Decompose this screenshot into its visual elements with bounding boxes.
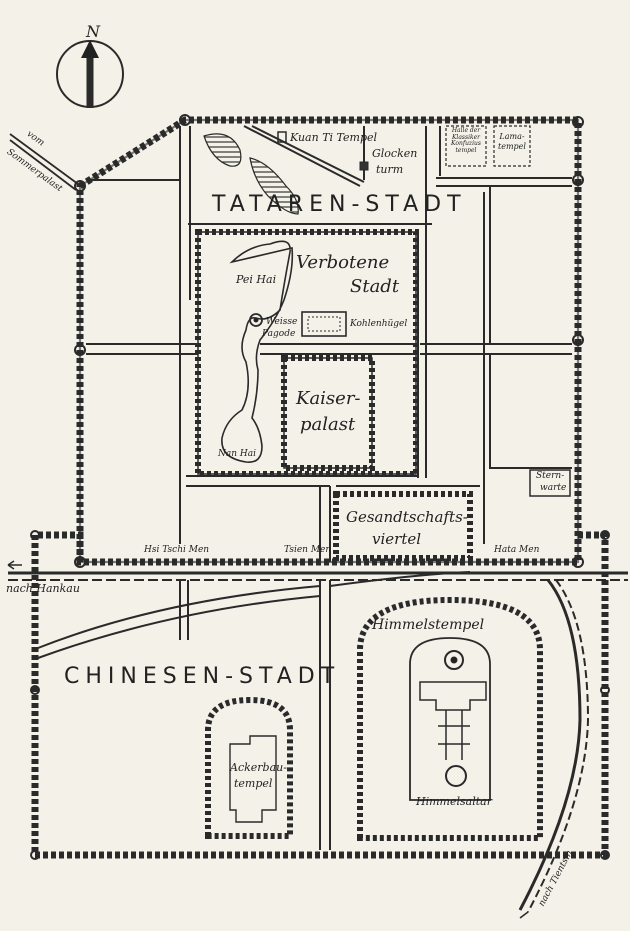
weisse-pagode-mark	[249, 313, 263, 327]
kuan-ti-tempel-mark	[277, 131, 287, 143]
gate-hata-men: Hata Men	[494, 545, 540, 555]
pei-hai-nan-hai-lake	[221, 240, 294, 463]
gesandtschaftsviertel-wall	[333, 491, 473, 561]
ackerbautempel-wall	[205, 696, 293, 839]
label-glocken: Glocken	[372, 147, 418, 160]
label-viertel: viertel	[372, 530, 422, 548]
lake-north-2	[249, 157, 299, 215]
label-lama: Lama-tempel	[498, 132, 526, 151]
inner-street	[260, 343, 418, 355]
chinesen-stadt-wall	[30, 530, 610, 860]
label-pagode: Pagode	[262, 329, 296, 339]
himmelsaltar-mark	[445, 765, 467, 787]
tataren-stadt-wall	[74, 114, 584, 568]
road-sommerpalast	[9, 133, 79, 191]
label-kohlenhuegel: Kohlenhügel	[350, 319, 408, 329]
himmelstempel-hall	[444, 650, 464, 670]
label-nach-hankau: nach Hankau	[6, 582, 80, 595]
himmelstempel-inner	[409, 637, 491, 801]
label-verbotene: Verbotene	[296, 252, 390, 273]
label-nan-hai: Nan Hai	[218, 449, 256, 459]
label-kuan-ti: Kuan Ti Tempel	[290, 131, 378, 144]
chinesen-streets	[37, 571, 471, 850]
district-label-tataren: TATAREN-STADT	[212, 192, 467, 217]
label-stern: Stern-	[536, 471, 565, 481]
himmelstempel-wall	[357, 596, 543, 841]
label-himmelsaltar: Himmelsaltar	[416, 795, 492, 808]
label-tempel: tempel	[234, 777, 273, 790]
lake-north-1	[203, 133, 242, 167]
label-turm: turm	[376, 163, 404, 176]
kaiserpalast-outline	[283, 357, 373, 469]
glockenturm-mark	[359, 161, 369, 171]
arrow-tientsin	[519, 911, 529, 919]
sternwarte-mark	[529, 469, 571, 497]
gate-hsi-tschi-men: Hsi Tschi Men	[144, 545, 210, 555]
label-himmelstempel: Himmelstempel	[372, 617, 485, 633]
label-ackerbau: Ackerbau-	[230, 761, 287, 774]
compass-n-label: N	[86, 22, 100, 41]
district-label-chinesen: CHINESEN-STADT	[64, 664, 341, 689]
konfuzius-tempel-mark	[445, 125, 487, 167]
arrow-hankau	[7, 560, 22, 570]
railway	[8, 571, 628, 913]
label-gesandtschafts: Gesandtschafts-	[346, 508, 468, 526]
kaiserpalast-wall	[281, 355, 375, 471]
label-kaiser: Kaiser-	[296, 388, 361, 409]
gate-tsien-men: Tsien Men	[284, 545, 332, 555]
label-stadt: Stadt	[350, 276, 400, 297]
label-palast: palast	[300, 414, 356, 435]
label-warte: warte	[540, 483, 567, 493]
lama-tempel-mark	[493, 125, 531, 167]
compass-rose	[56, 40, 124, 108]
label-konfuzius: Halle der Klassiker Konfuzius tempel	[451, 127, 481, 154]
label-pei-hai: Pei Hai	[236, 273, 277, 286]
kohlenhuegel-mark	[301, 311, 347, 337]
label-weisse: Weisse	[266, 317, 298, 327]
